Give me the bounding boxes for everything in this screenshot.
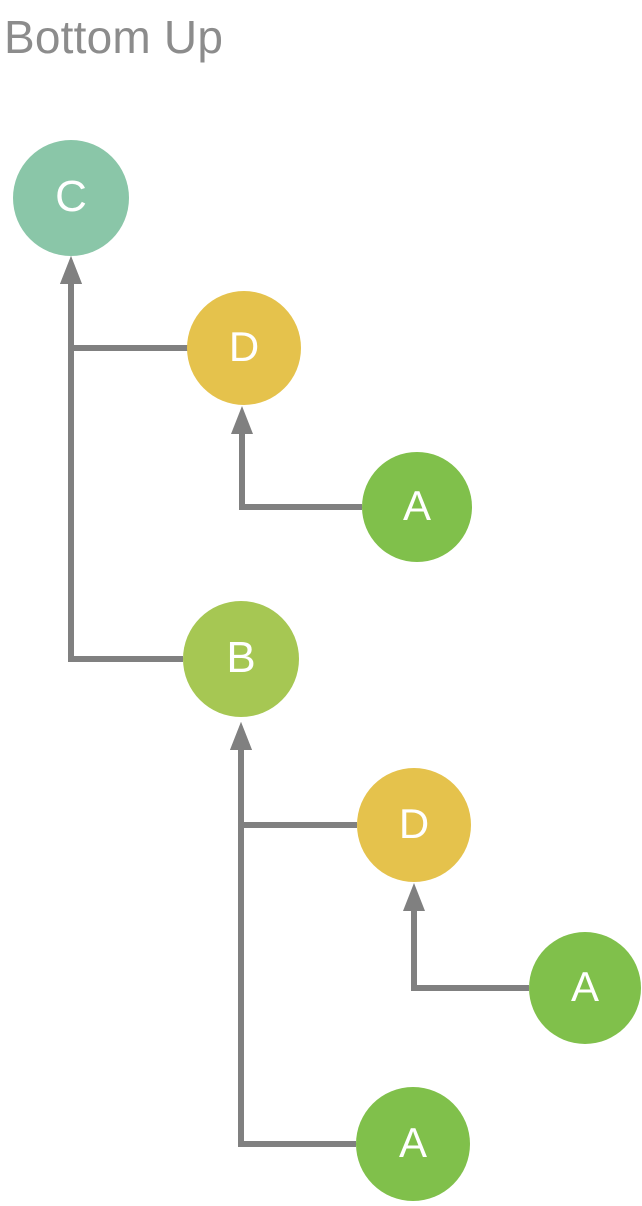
arrowhead-icon — [230, 722, 252, 750]
node-label: B — [226, 633, 256, 682]
arrowhead-icon — [60, 256, 82, 284]
edge-b-to-c — [60, 256, 183, 662]
edge-line — [238, 734, 356, 1147]
edge-line — [68, 268, 183, 662]
node-d-5[interactable]: D — [357, 768, 471, 882]
edge-d-to-b — [230, 722, 357, 828]
edge-line — [411, 895, 529, 991]
node-label: A — [398, 1119, 427, 1166]
node-a-3[interactable]: A — [362, 452, 472, 562]
node-label: D — [398, 800, 430, 847]
node-c-1[interactable]: C — [13, 140, 129, 256]
edge-a-to-d-upper — [231, 406, 362, 510]
edge-a-to-b — [230, 722, 356, 1147]
edge-line — [239, 418, 362, 510]
edge-d-to-c — [60, 256, 188, 351]
arrowhead-icon — [231, 406, 253, 434]
node-label: A — [570, 963, 599, 1010]
node-label: D — [228, 323, 260, 370]
edge-a-to-d-lower — [403, 883, 529, 991]
node-label: C — [55, 172, 87, 221]
edge-line — [238, 734, 357, 828]
page-title: Bottom Up — [4, 11, 224, 63]
edge-line — [68, 268, 188, 351]
node-a-7[interactable]: A — [356, 1087, 470, 1201]
node-label: A — [402, 482, 431, 529]
node-d-2[interactable]: D — [187, 291, 301, 405]
node-a-6[interactable]: A — [529, 932, 641, 1044]
arrowhead-icon — [403, 883, 425, 911]
node-b-4[interactable]: B — [183, 601, 299, 717]
